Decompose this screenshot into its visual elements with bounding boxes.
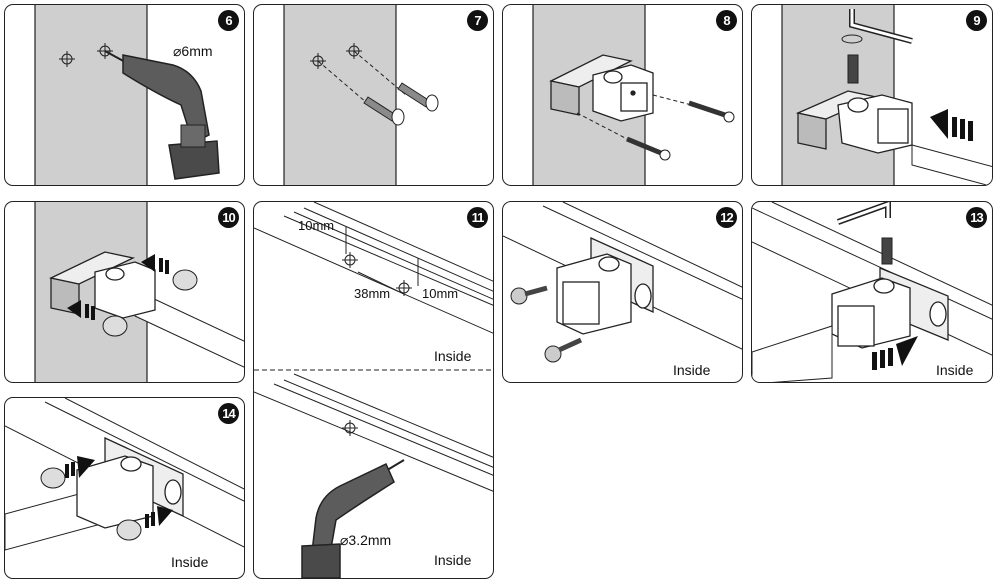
drill-size-label: ⌀6mm <box>173 43 213 59</box>
wall-bracket-icon <box>49 251 156 319</box>
rail-bracket-icon <box>76 436 184 529</box>
drill-mark-icon <box>342 420 358 436</box>
dimension-lines <box>345 226 419 295</box>
step-9-panel: 9 <box>751 4 993 186</box>
inside-label: Inside <box>434 552 472 568</box>
step-number-badge: 12 <box>716 207 737 228</box>
step-13-panel: 13 Inside <box>751 201 993 383</box>
rail-track-lower <box>254 373 493 492</box>
screw-icon <box>510 285 548 305</box>
step-number-badge: 14 <box>218 403 239 424</box>
step-9-illustration <box>781 5 992 185</box>
step-number-badge: 13 <box>966 207 987 228</box>
screw-cover-cap-icon <box>116 519 142 541</box>
step-6-illustration <box>34 5 220 185</box>
step-12-illustration <box>503 202 742 363</box>
step-7-illustration <box>283 5 439 185</box>
step-6-panel: 6 ⌀6mm <box>4 4 245 186</box>
wall-bracket-icon <box>549 54 654 122</box>
step-number-badge: 8 <box>716 10 737 31</box>
wall-anchor-icon <box>397 82 439 112</box>
push-arrow-icon <box>145 506 173 528</box>
push-arrow-icon <box>141 254 169 274</box>
inside-label: Inside <box>673 362 711 378</box>
push-arrow-icon <box>67 300 95 320</box>
step-14-illustration <box>5 398 244 551</box>
step-14-panel: 14 Inside <box>4 397 245 579</box>
step-number-badge: 9 <box>966 10 987 31</box>
step-10-illustration <box>34 202 244 382</box>
inside-label: Inside <box>936 362 974 378</box>
step-8-panel: 8 <box>502 4 743 186</box>
step-10-panel: 10 <box>4 201 245 383</box>
step-11-illustration <box>254 202 493 578</box>
step-12-panel: 12 Inside <box>502 201 743 383</box>
wall-bracket-icon <box>795 90 913 154</box>
drill-mark-icon <box>342 252 358 268</box>
push-arrow-icon <box>65 456 95 478</box>
power-drill-icon <box>104 50 220 180</box>
screw-cover-cap-icon <box>172 269 198 291</box>
push-arrow-icon <box>872 336 918 370</box>
inside-label: Inside <box>434 348 472 364</box>
screw-cover-cap-icon <box>102 315 128 337</box>
screw-icon <box>688 100 735 123</box>
dimension-right-label: 10mm <box>422 286 459 301</box>
step-7-panel: 7 <box>253 4 494 186</box>
rail-track <box>254 202 493 334</box>
drill-mark-icon <box>59 51 75 67</box>
step-number-badge: 10 <box>218 207 239 228</box>
tube-end <box>911 144 992 185</box>
inside-label: Inside <box>171 554 209 570</box>
screw-icon <box>626 136 671 161</box>
step-8-illustration <box>532 5 735 185</box>
step-number-badge: 6 <box>218 10 239 31</box>
drill-mark-icon <box>396 280 412 296</box>
step-number-badge: 11 <box>467 207 488 228</box>
drill-size-label: ⌀3.2mm <box>340 532 392 548</box>
step-11-panel: 11 10mm 38mm 10mm Inside ⌀3.2mm Inside <box>253 201 494 579</box>
wall-anchor-icon <box>363 96 405 126</box>
rail-bracket-icon <box>556 236 654 335</box>
screw-cover-cap-icon <box>40 467 66 489</box>
rail-bracket-icon <box>831 267 949 349</box>
rotate-arrow-icon <box>841 34 863 44</box>
power-drill-icon <box>301 459 405 578</box>
tube-end <box>752 325 833 382</box>
dimension-spacing-label: 38mm <box>354 286 391 301</box>
step-13-illustration <box>752 202 992 382</box>
step-number-badge: 7 <box>467 10 488 31</box>
push-arrow-icon <box>930 109 973 141</box>
screw-icon <box>544 337 583 363</box>
dimension-top-label: 10mm <box>298 218 335 233</box>
